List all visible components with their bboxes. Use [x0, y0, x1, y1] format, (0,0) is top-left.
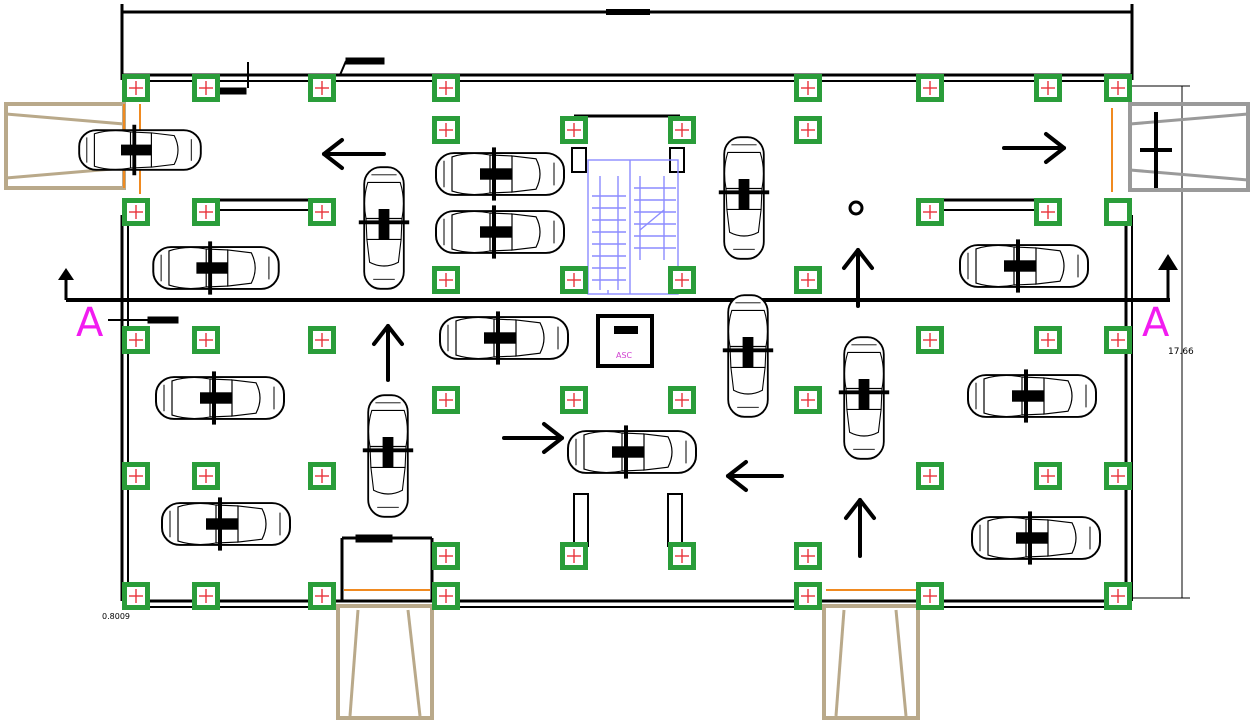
- section-marker-right: A: [1142, 300, 1170, 346]
- dimension-marks: [108, 57, 432, 543]
- dimension-bottom-left-label: 0.8009: [102, 612, 130, 621]
- direction-arrow-icon: [372, 324, 404, 382]
- section-line: [58, 254, 1178, 302]
- elevator-tag: ASC: [616, 351, 633, 360]
- top-dimension: [120, 4, 1134, 80]
- direction-arrow-icon: [844, 498, 876, 558]
- direction-arrows: [322, 132, 1066, 558]
- ramp-bottom-right: [822, 589, 920, 720]
- elevator-icon: [596, 314, 654, 368]
- direction-arrow-icon: [726, 460, 784, 492]
- direction-arrow-icon: [1002, 132, 1066, 164]
- columns: [121, 73, 1133, 611]
- direction-arrow-icon: [322, 138, 386, 170]
- ramp-right: [1111, 102, 1250, 192]
- cars: [77, 122, 1102, 567]
- ramp-bottom-left: [336, 589, 434, 720]
- staircase-icon: [587, 159, 679, 295]
- direction-arrow-icon: [502, 422, 564, 454]
- drain-icon: [848, 200, 864, 216]
- section-marker-left: A: [76, 300, 104, 346]
- direction-arrow-icon: [842, 248, 874, 308]
- right-dimension: [1132, 85, 1190, 599]
- outer-walls: [120, 73, 1133, 608]
- dimension-right-label: 17.66: [1168, 347, 1194, 357]
